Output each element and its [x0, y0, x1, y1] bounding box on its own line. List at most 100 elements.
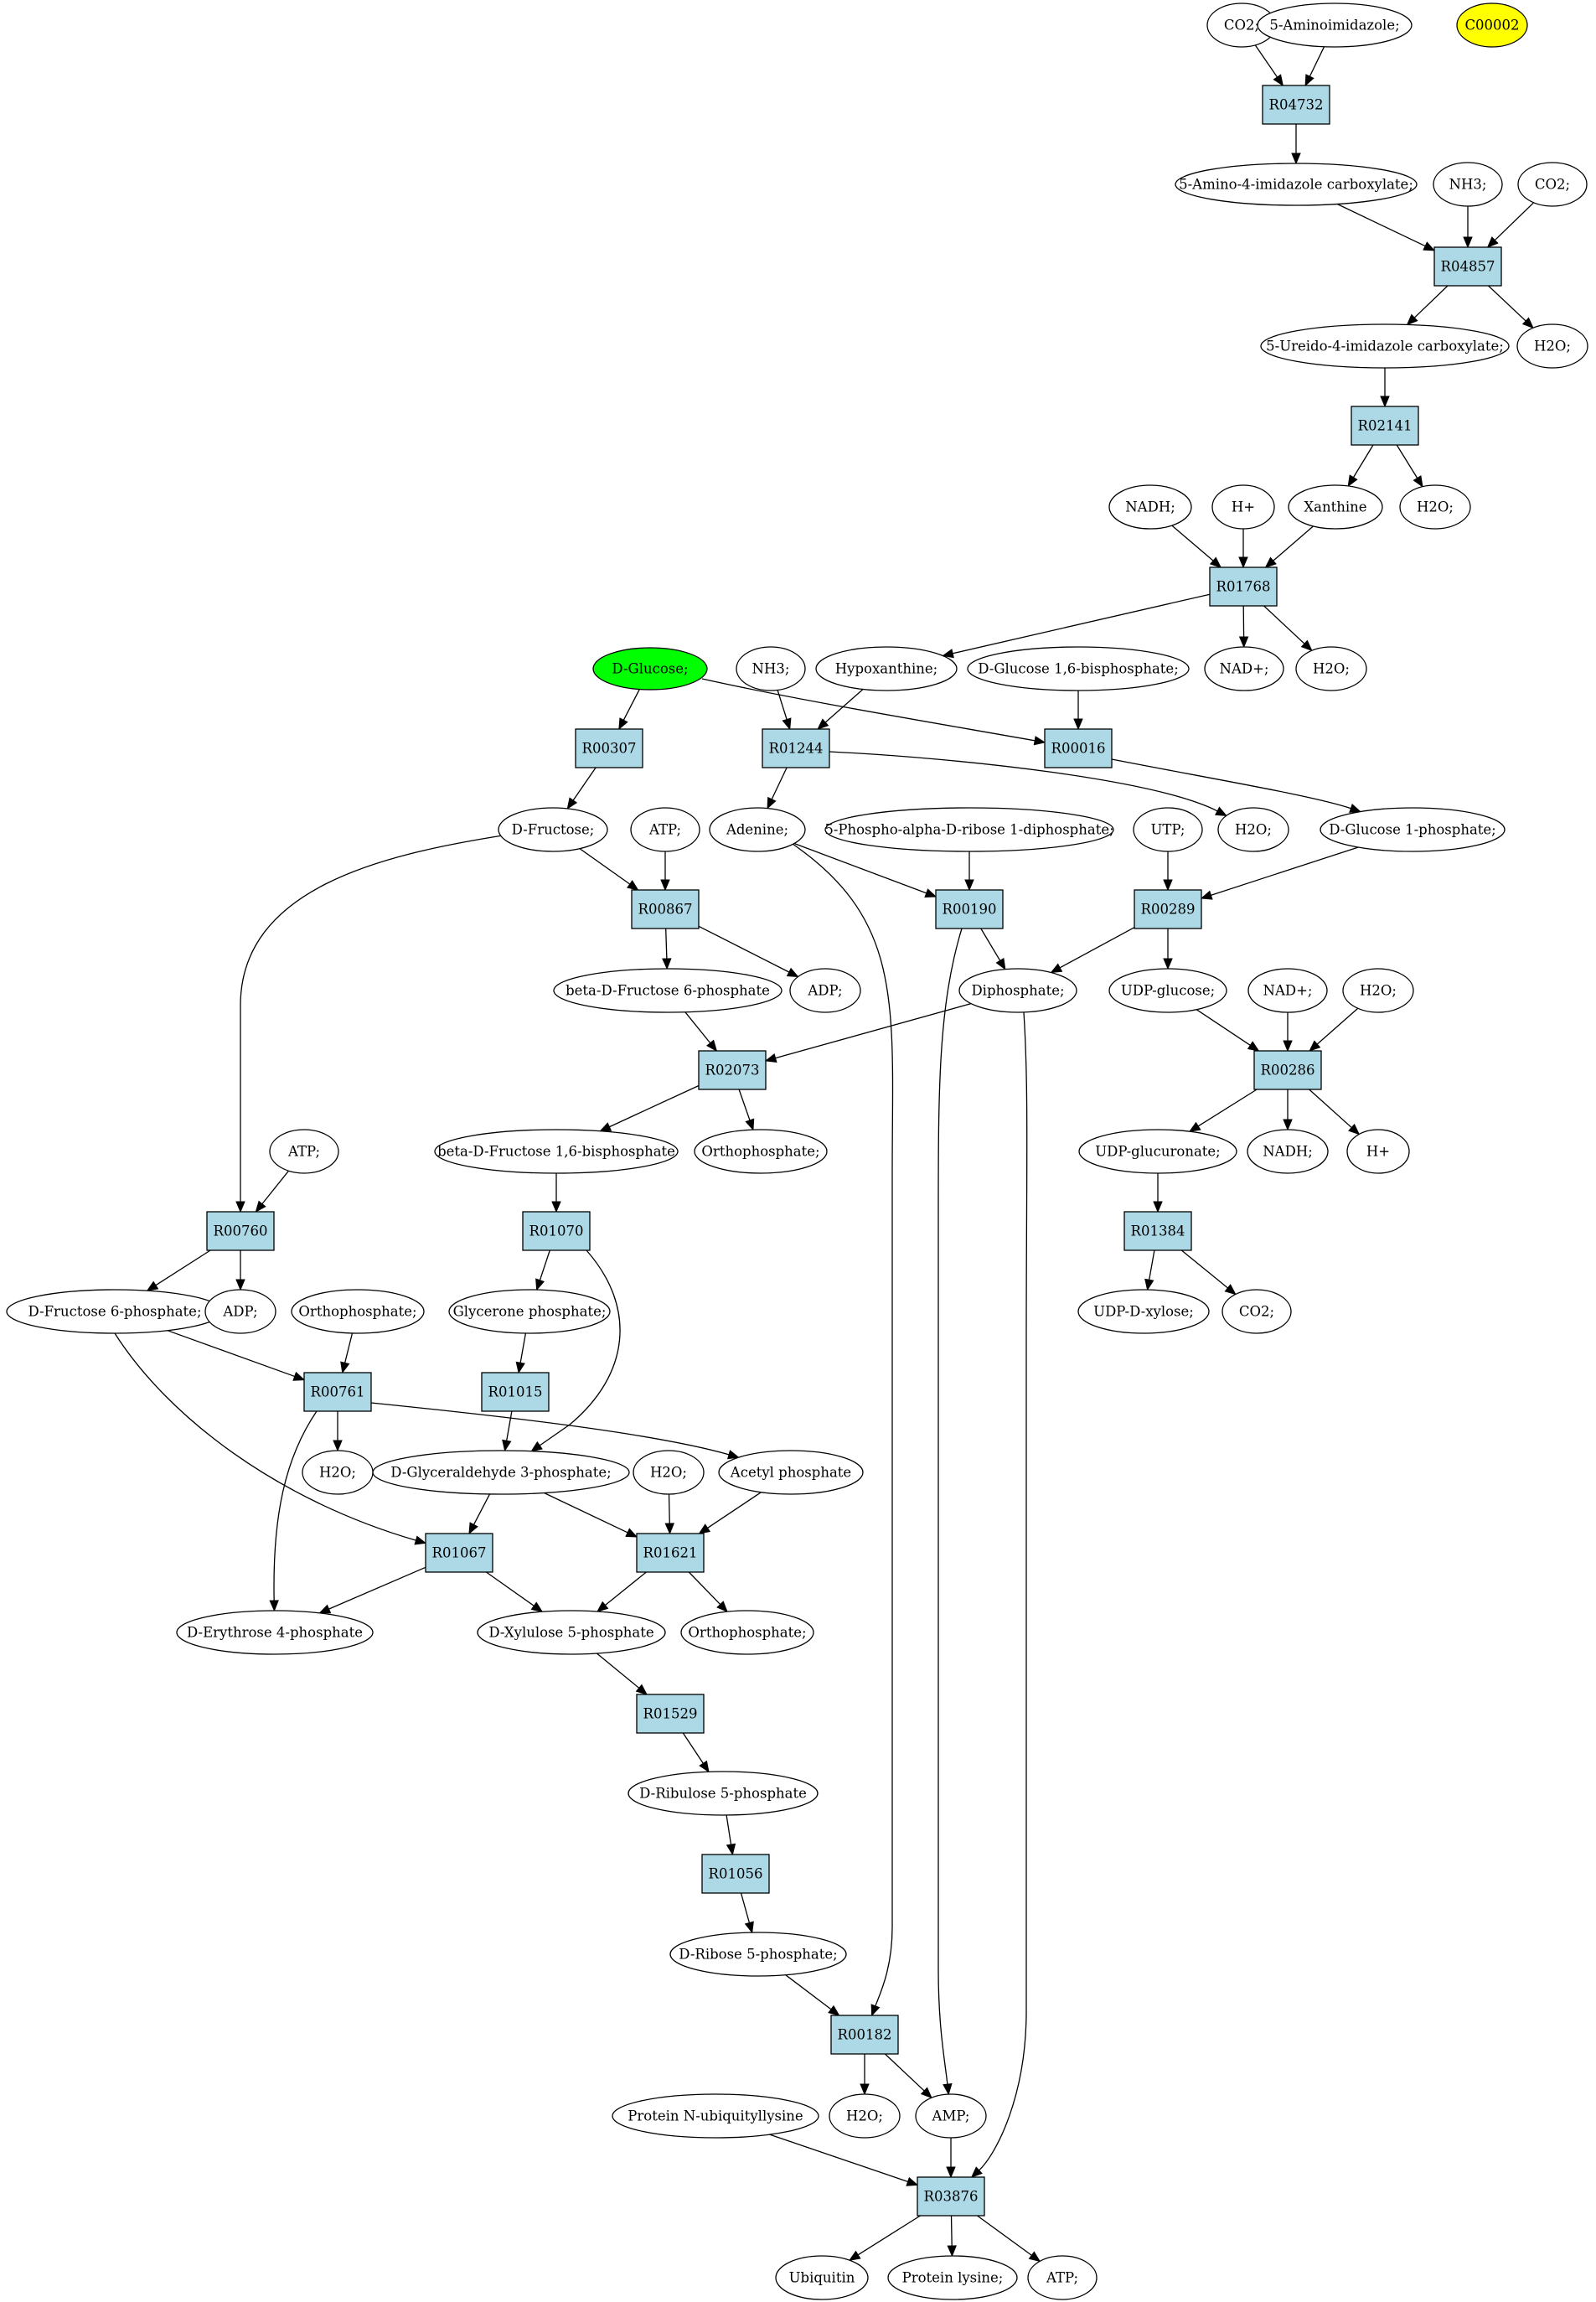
compound-node[interactable]: AMP; — [915, 2093, 987, 2139]
compound-node[interactable]: Acetyl phosphate — [718, 1450, 864, 1495]
compound-node[interactable]: NH3; — [1433, 162, 1503, 207]
reaction-node[interactable]: R03876 — [917, 2176, 985, 2217]
compound-node[interactable]: ADP; — [204, 1289, 276, 1334]
edge-c_xanthine-to-r_R01768 — [1264, 525, 1314, 568]
reaction-node[interactable]: R00016 — [1044, 728, 1113, 768]
compound-node[interactable]: Ubiquitin — [775, 2255, 869, 2300]
compound-node[interactable]: Glycerone phosphate; — [448, 1289, 611, 1334]
compound-node[interactable]: H2O; — [633, 1450, 705, 1495]
edge-line — [726, 1814, 732, 1846]
compound-node[interactable]: Diphosphate; — [958, 968, 1077, 1013]
reaction-node[interactable]: R01015 — [481, 1372, 550, 1412]
compound-node[interactable]: D-Erythrose 4-phosphate — [176, 1610, 374, 1655]
compound-node[interactable]: 5-Ureido-4-imidazole carboxylate; — [1260, 323, 1510, 369]
reaction-box — [1433, 246, 1502, 287]
reaction-node[interactable]: R00286 — [1253, 1050, 1322, 1090]
compound-ellipse — [630, 807, 700, 852]
reaction-node[interactable]: R00760 — [206, 1211, 275, 1251]
compound-node[interactable]: H+ — [1211, 484, 1275, 530]
target-compound-node[interactable]: C00002 — [1456, 3, 1528, 48]
reaction-node[interactable]: R01244 — [762, 728, 830, 768]
arrowhead — [726, 1450, 740, 1460]
compound-node[interactable]: H2O; — [1399, 484, 1471, 530]
compound-node[interactable]: 5-Amino-4-imidazole carboxylate; — [1175, 163, 1418, 206]
compound-node[interactable]: UTP; — [1133, 807, 1203, 852]
reaction-node[interactable]: R04857 — [1433, 246, 1502, 287]
compound-node[interactable]: UDP-D-xylose; — [1077, 1289, 1210, 1334]
compound-node[interactable]: Protein N-ubiquityllysine — [612, 2093, 819, 2139]
reaction-node[interactable]: R00182 — [830, 2015, 899, 2055]
compound-node[interactable]: D-Glucose 1-phosphate; — [1320, 807, 1506, 852]
compound-node[interactable]: 5-Aminoimidazole; — [1257, 3, 1413, 48]
reaction-node[interactable]: R01056 — [701, 1854, 770, 1894]
compound-node[interactable]: ADP; — [789, 968, 861, 1013]
edge-r_R00286-to-c_nadh_b — [1283, 1089, 1293, 1131]
compound-node[interactable]: ATP; — [1027, 2255, 1098, 2300]
compound-node[interactable]: Xanthine — [1288, 484, 1383, 530]
compound-node[interactable]: beta-D-Fructose 1,6-bisphosphate — [434, 1129, 679, 1174]
reaction-node[interactable]: R00761 — [303, 1372, 372, 1412]
compound-node[interactable]: H2O; — [829, 2093, 901, 2139]
compound-node[interactable]: ATP; — [269, 1129, 339, 1174]
reaction-node[interactable]: R01067 — [425, 1533, 493, 1573]
compound-node[interactable]: H2O; — [1516, 323, 1588, 369]
start-compound-node[interactable]: D-Glucose; — [592, 647, 708, 691]
reaction-node[interactable]: R01529 — [636, 1694, 705, 1734]
compound-node[interactable]: CO2; — [1222, 1289, 1292, 1334]
reaction-node[interactable]: R01621 — [636, 1533, 705, 1573]
compound-node[interactable]: H2O; — [1217, 807, 1289, 852]
reaction-box — [1123, 1211, 1192, 1251]
compound-node[interactable]: Hypoxanthine; — [815, 646, 958, 691]
compound-node[interactable]: UDP-glucuronate; — [1078, 1129, 1237, 1174]
compound-node[interactable]: H+ — [1346, 1129, 1410, 1174]
compound-node[interactable]: beta-D-Fructose 6-phosphate — [553, 968, 783, 1013]
compound-node[interactable]: ATP; — [630, 807, 700, 852]
node-layer: CO2;5-Aminoimidazole;C00002R047325-Amino… — [6, 3, 1588, 2300]
compound-node[interactable]: D-Glucose 1,6-bisphosphate; — [967, 646, 1190, 691]
compound-node[interactable]: NADH; — [1247, 1129, 1329, 1174]
compound-node[interactable]: Adenine; — [709, 807, 806, 852]
node-label: Orthophosphate; — [688, 1625, 806, 1641]
node-label: R02073 — [705, 1063, 760, 1079]
edge-line — [682, 1732, 705, 1765]
edge-c_udpglcua-to-r_R01384 — [1153, 1173, 1163, 1213]
edge-line — [698, 925, 790, 974]
compound-node[interactable]: NAD+; — [1247, 968, 1328, 1013]
edge-line — [824, 689, 864, 724]
reaction-node[interactable]: R01768 — [1209, 566, 1278, 607]
compound-node[interactable]: NH3; — [736, 646, 806, 691]
arrowhead — [235, 1201, 245, 1213]
reaction-node[interactable]: R00867 — [631, 889, 700, 929]
compound-node[interactable]: NAD+; — [1204, 646, 1284, 691]
compound-node[interactable]: D-Fructose; — [498, 807, 608, 852]
compound-node[interactable]: D-Ribulose 5-phosphate — [628, 1771, 819, 1816]
reaction-node[interactable]: R01384 — [1123, 1211, 1192, 1251]
edge-r_R04732-to-c_aaic — [1291, 124, 1301, 165]
reaction-node[interactable]: R00190 — [935, 889, 1004, 929]
compound-node[interactable]: NADH; — [1108, 484, 1192, 530]
edge-line — [937, 928, 963, 2086]
compound-node[interactable]: 5-Phospho-alpha-D-ribose 1-diphosphate; — [824, 807, 1114, 852]
compound-node[interactable]: Orthophosphate; — [291, 1289, 425, 1334]
compound-node[interactable]: UDP-glucose; — [1108, 968, 1227, 1013]
node-label: D-Glucose; — [612, 661, 688, 677]
compound-node[interactable]: D-Ribose 5-phosphate; — [669, 1932, 847, 1977]
reaction-node[interactable]: R01070 — [522, 1211, 591, 1251]
compound-node[interactable]: CO2; — [1206, 3, 1277, 48]
compound-node[interactable]: CO2; — [1517, 162, 1588, 207]
reaction-node[interactable]: R04732 — [1262, 85, 1330, 125]
compound-node[interactable]: H2O; — [302, 1450, 374, 1495]
compound-node[interactable]: D-Glyceraldehyde 3-phosphate; — [372, 1450, 630, 1495]
compound-node[interactable]: Protein lysine; — [887, 2255, 1018, 2300]
compound-node[interactable]: Orthophosphate; — [694, 1129, 828, 1174]
reaction-node[interactable]: R02141 — [1351, 406, 1419, 446]
node-label: R04732 — [1269, 97, 1324, 113]
compound-node[interactable]: D-Fructose 6-phosphate; — [6, 1289, 224, 1334]
compound-node[interactable]: Orthophosphate; — [680, 1610, 814, 1655]
compound-node[interactable]: D-Xylulose 5-phosphate — [477, 1610, 666, 1655]
compound-node[interactable]: H2O; — [1295, 646, 1367, 691]
reaction-node[interactable]: R00307 — [575, 728, 643, 768]
reaction-node[interactable]: R02073 — [698, 1050, 767, 1090]
reaction-node[interactable]: R00289 — [1134, 889, 1202, 929]
compound-node[interactable]: H2O; — [1342, 968, 1414, 1013]
